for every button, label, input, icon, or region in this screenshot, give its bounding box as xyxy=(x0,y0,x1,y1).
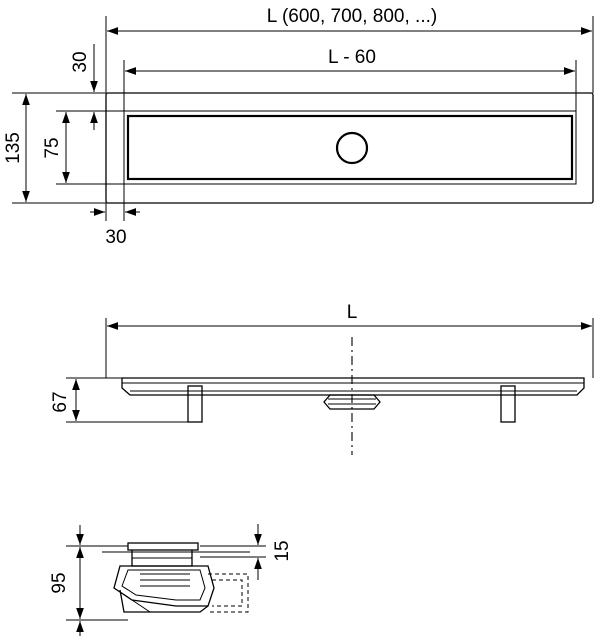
dim-side-height: 67 xyxy=(50,391,71,412)
dim-left-offset: 30 xyxy=(105,227,126,248)
dim-total-length: L (600, 700, 800, ...) xyxy=(267,6,437,27)
outlet-pipe-dashed xyxy=(208,573,249,613)
drain-profile xyxy=(121,377,585,396)
outlet-circle-icon xyxy=(335,131,369,165)
dim-top-offset: 30 xyxy=(70,51,91,72)
drain-grate-inner xyxy=(126,114,574,181)
drain-grate-outer xyxy=(123,110,577,185)
dim-section-height: 95 xyxy=(49,572,70,593)
side-view: L 67 xyxy=(50,302,594,455)
support-leg-left xyxy=(187,385,203,423)
trap-body xyxy=(113,565,215,607)
section-view: 95 15 xyxy=(49,524,293,636)
dim-inner-length: L - 60 xyxy=(328,47,376,68)
top-view: L (600, 700, 800, ...) L - 60 135 75 30 … xyxy=(3,6,594,248)
drain-outer-frame xyxy=(105,92,594,204)
dim-section-top: 15 xyxy=(272,540,293,561)
section-grate xyxy=(127,542,199,551)
dim-side-length: L xyxy=(347,302,358,323)
dim-inner-height: 75 xyxy=(42,137,63,158)
dim-height: 135 xyxy=(3,132,24,164)
support-leg-right xyxy=(500,385,516,423)
outlet-body xyxy=(323,394,381,410)
